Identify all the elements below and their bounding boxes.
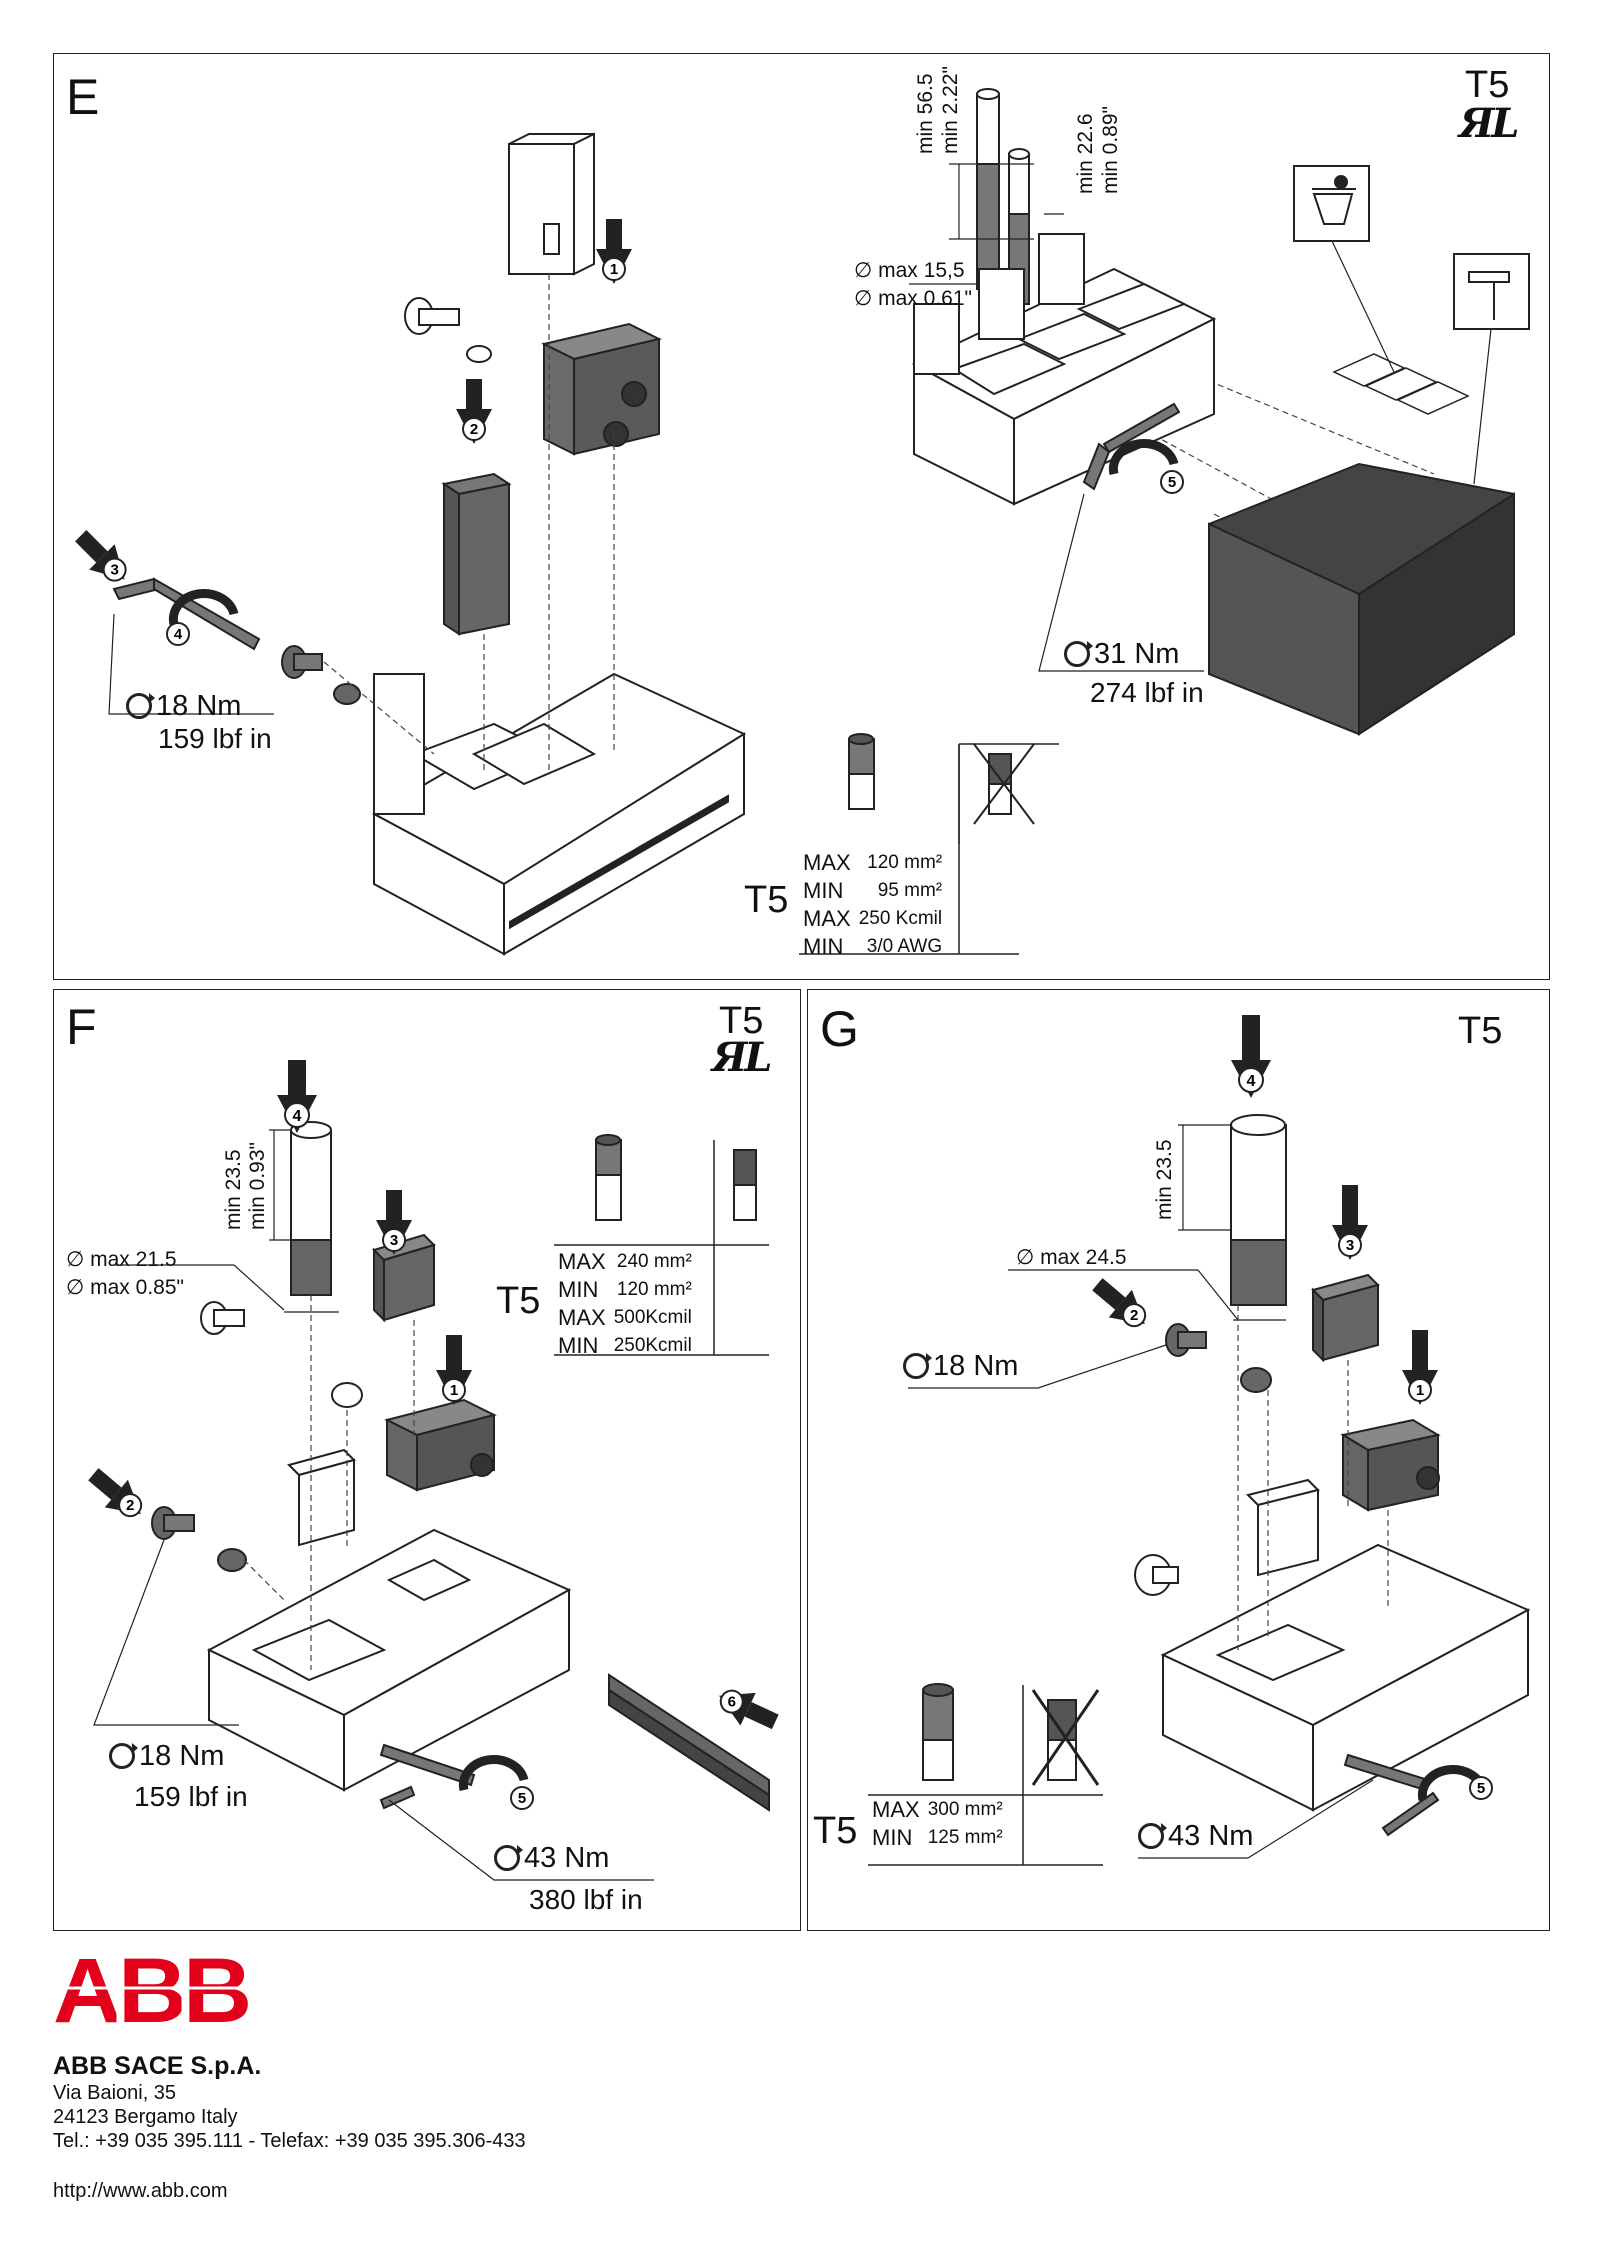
panel-letter-e: E [66, 69, 100, 125]
svg-text:3: 3 [390, 1232, 398, 1249]
torque-left-lbf-f: 159 lbf in [134, 1781, 248, 1812]
diam-in-f: ∅ max 0.85" [66, 1276, 184, 1299]
panel-f: 4 3 1 2 5 6 F T5 ЯL min 23.5 min 0.93" [53, 989, 801, 1931]
panel-g-illustration: 4 3 1 2 5 [868, 1015, 1531, 1866]
model-label-f: T5 [719, 1000, 764, 1042]
torque-left-lbf-e: 159 lbf in [158, 723, 272, 754]
svg-text:1: 1 [450, 1382, 458, 1399]
model-label-g: T5 [1458, 1010, 1503, 1052]
step-markers-e: 1 2 3 4 5 [75, 219, 1184, 646]
torque-icon [903, 1353, 932, 1379]
dim-mm-g: min 23.5 [1153, 1139, 1176, 1220]
torque-icon [109, 1743, 138, 1769]
panel-f-illustration: 4 3 1 2 5 6 [88, 1060, 779, 1881]
dim-long-mm: min 56.5 [914, 73, 937, 154]
ul-logo-icon: ЯL [712, 1034, 772, 1081]
diam-in: ∅ max 0.61" [854, 287, 972, 310]
panel-g: 4 3 1 2 5 G T5 min 23.5 ∅ max 24.5 [807, 989, 1550, 1931]
model-label-e: T5 [1465, 64, 1510, 106]
diam-mm: ∅ max 15,5 [854, 259, 965, 282]
svg-text:3: 3 [1346, 1237, 1354, 1254]
diam-mm-g: ∅ max 24.5 [1016, 1246, 1127, 1269]
diam-mm-f: ∅ max 21.5 [66, 1248, 177, 1271]
torque-right-lbf-f: 380 lbf in [529, 1884, 643, 1915]
torque-right-g: 43 Nm [1138, 1820, 1253, 1853]
dim-short-in: min 0.89" [1099, 106, 1122, 194]
svg-text:6: 6 [728, 1694, 736, 1711]
torque-icon [126, 693, 155, 719]
address-line-2: 24123 Bergamo Italy [53, 2106, 238, 2128]
svg-text:5: 5 [518, 1790, 526, 1807]
spec-model-e: T5 [744, 879, 789, 921]
dim-in-f: min 0.93" [246, 1142, 269, 1230]
torque-right-f: 43 Nm [494, 1842, 609, 1875]
svg-text:4: 4 [293, 1108, 302, 1125]
abb-logo: ABB [53, 1948, 248, 2028]
dim-mm-f: min 23.5 [222, 1149, 245, 1230]
torque-right-lbf-e: 274 lbf in [1090, 677, 1204, 708]
phone-line: Tel.: +39 035 395.111 - Telefax: +39 035… [53, 2130, 526, 2152]
torque-left-f: 18 Nm [109, 1740, 224, 1773]
company-name: ABB SACE S.p.A. [53, 2052, 262, 2080]
svg-text:2: 2 [126, 1497, 134, 1514]
website-link[interactable]: http://www.abb.com [53, 2180, 228, 2202]
torque-left-e: 18 Nm [126, 690, 241, 723]
panel-letter-f: F [66, 999, 97, 1055]
svg-text:4: 4 [1247, 1073, 1256, 1090]
step-markers-g: 4 3 1 2 5 [1092, 1015, 1493, 1802]
spec-model-g: T5 [813, 1810, 858, 1852]
torque-icon [494, 1845, 523, 1871]
svg-text:2: 2 [470, 421, 478, 438]
svg-text:4: 4 [174, 626, 183, 643]
spec-model-f: T5 [496, 1280, 541, 1322]
step-markers-f: 4 3 1 2 5 6 [88, 1060, 779, 1810]
svg-text:1: 1 [1416, 1382, 1424, 1399]
svg-text:3: 3 [110, 562, 118, 579]
svg-text:5: 5 [1477, 1780, 1485, 1797]
torque-right-e: 31 Nm [1064, 638, 1179, 671]
svg-text:1: 1 [610, 261, 618, 278]
panel-letter-g: G [820, 1001, 859, 1057]
panel-e-illustration: 1 2 3 4 5 [75, 88, 1530, 956]
dim-short-mm: min 22.6 [1074, 113, 1097, 194]
ul-logo-icon: ЯL [1459, 100, 1519, 147]
dim-long-in: min 2.22" [939, 66, 962, 154]
torque-icon [1138, 1823, 1167, 1849]
svg-text:5: 5 [1168, 474, 1176, 491]
svg-text:2: 2 [1130, 1307, 1138, 1324]
torque-icon [1064, 641, 1093, 667]
address-line-1: Via Baioni, 35 [53, 2082, 177, 2104]
torque-left-g: 18 Nm [903, 1350, 1018, 1383]
panel-e: 1 2 3 4 5 E T5 ЯL min 56.5 [53, 53, 1550, 980]
